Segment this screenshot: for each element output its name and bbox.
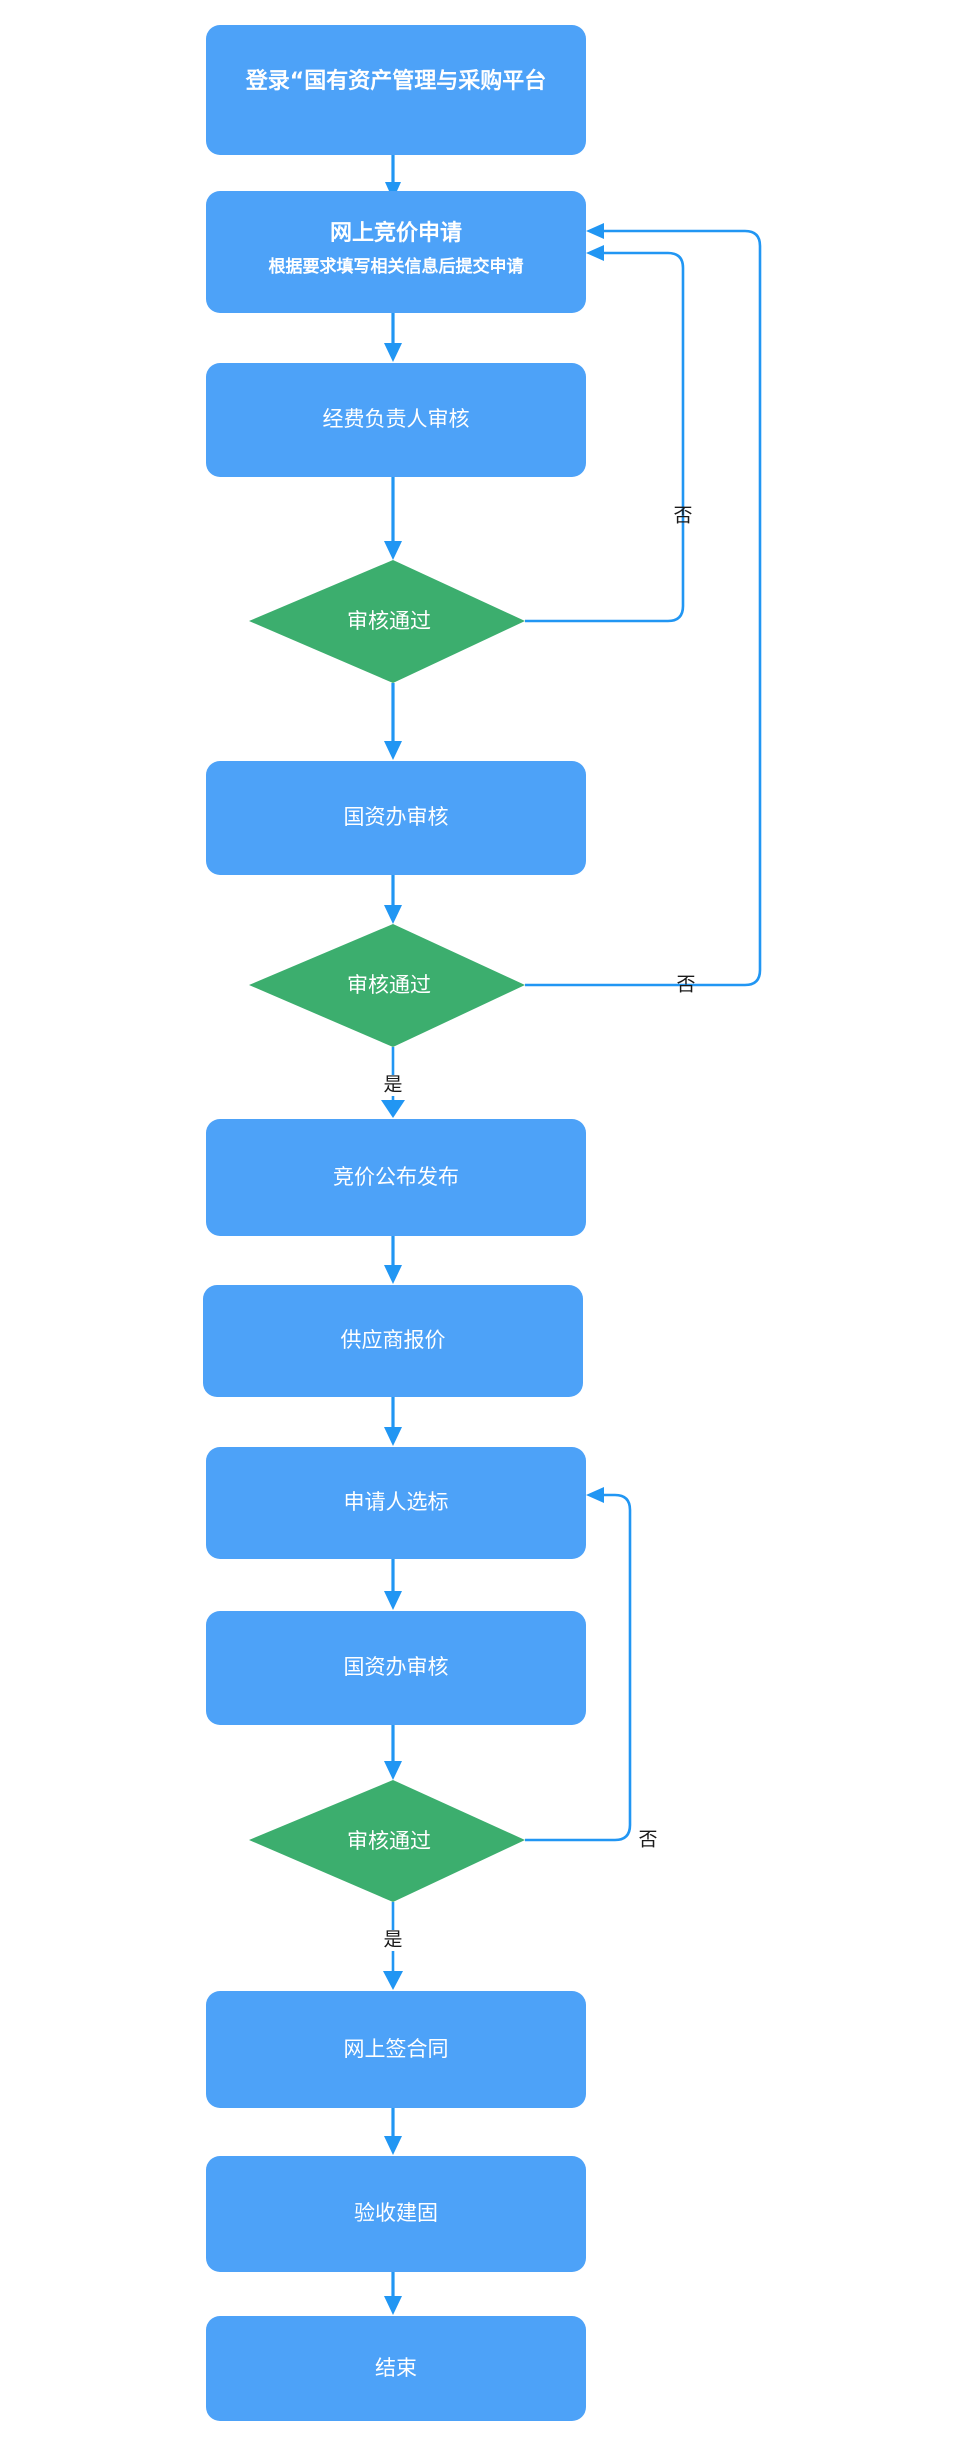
node-check3-label: 审核通过 <box>347 1829 431 1853</box>
node-login-shape[interactable] <box>206 25 586 155</box>
node-sasac1-label: 国资办审核 <box>344 805 449 829</box>
node-apply-shape[interactable] <box>206 191 586 313</box>
node-check3[interactable]: 审核通过 <box>249 1780 525 1902</box>
node-publish-label: 竞价公布发布 <box>333 1165 459 1189</box>
edge-label-check1-no: 否 <box>673 505 692 527</box>
node-end-label: 结束 <box>375 2356 417 2380</box>
node-check2-label: 审核通过 <box>347 973 431 997</box>
edge-check2-yes-to-publish: 是 <box>381 1047 405 1118</box>
node-sasac2-label: 国资办审核 <box>344 1655 449 1679</box>
edge-label-check2-no: 否 <box>676 974 695 996</box>
edge-contract-to-accept <box>384 2108 402 2155</box>
edge-sasac1-to-check2 <box>384 875 402 924</box>
edge-accept-to-end <box>384 2272 402 2315</box>
edge-check1-no-to-apply: 否 <box>525 245 693 623</box>
node-login[interactable]: 登录“国有资产管理与采购平台 <box>206 25 586 155</box>
node-check1[interactable]: 审核通过 <box>249 560 525 683</box>
node-login-label: 登录“国有资产管理与采购平台 <box>245 68 546 94</box>
node-select-label: 申请人选标 <box>344 1490 449 1514</box>
node-publish[interactable]: 竞价公布发布 <box>206 1119 586 1236</box>
node-contract-label: 网上签合同 <box>344 2037 449 2061</box>
edge-apply-to-fundreview <box>384 313 402 362</box>
node-select[interactable]: 申请人选标 <box>206 1447 586 1559</box>
node-accept[interactable]: 验收建固 <box>206 2156 586 2272</box>
node-sasac2-shape[interactable] <box>206 1611 586 1725</box>
edge-sasac2-to-check3 <box>384 1725 402 1780</box>
edge-fundreview-to-check1 <box>384 477 402 560</box>
node-select-shape[interactable] <box>206 1447 586 1559</box>
node-check1-label: 审核通过 <box>347 609 431 633</box>
node-fundreview[interactable]: 经费负责人审核 <box>206 363 586 477</box>
edge-quote-to-select <box>384 1397 402 1446</box>
node-check3-shape[interactable] <box>249 1780 525 1902</box>
node-publish-shape[interactable] <box>206 1119 586 1236</box>
edge-label-check3-no: 否 <box>638 1829 657 1851</box>
node-apply-sublabel: 根据要求填写相关信息后提交申请 <box>269 256 524 277</box>
edge-label-check2-yes: 是 <box>383 1074 402 1096</box>
node-quote-shape[interactable] <box>203 1285 583 1397</box>
node-fundreview-label: 经费负责人审核 <box>323 407 470 431</box>
node-contract[interactable]: 网上签合同 <box>206 1991 586 2108</box>
node-apply[interactable]: 网上竞价申请 根据要求填写相关信息后提交申请 <box>206 191 586 313</box>
node-sasac1[interactable]: 国资办审核 <box>206 761 586 875</box>
node-fundreview-shape[interactable] <box>206 363 586 477</box>
node-end[interactable]: 结束 <box>206 2316 586 2421</box>
node-quote-label: 供应商报价 <box>341 1328 446 1352</box>
edge-check2-no-to-apply: 否 <box>525 223 762 996</box>
node-apply-label: 网上竞价申请 <box>330 220 462 246</box>
node-check2-shape[interactable] <box>249 924 525 1047</box>
edge-label-check3-yes: 是 <box>383 1929 402 1951</box>
node-quote[interactable]: 供应商报价 <box>203 1285 583 1397</box>
node-check1-shape[interactable] <box>249 560 525 683</box>
edge-check3-yes-to-contract: 是 <box>383 1902 403 1990</box>
node-sasac1-shape[interactable] <box>206 761 586 875</box>
node-contract-shape[interactable] <box>206 1991 586 2108</box>
node-end-shape[interactable] <box>206 2316 586 2421</box>
node-accept-shape[interactable] <box>206 2156 586 2272</box>
edge-publish-to-quote <box>384 1236 402 1284</box>
edge-check3-no-to-select: 否 <box>525 1487 658 1851</box>
node-sasac2[interactable]: 国资办审核 <box>206 1611 586 1725</box>
node-check2[interactable]: 审核通过 <box>249 924 525 1047</box>
edge-select-to-sasac2 <box>384 1559 402 1610</box>
node-accept-label: 验收建固 <box>354 2201 438 2225</box>
edge-check1-to-sasac1 <box>384 683 402 760</box>
